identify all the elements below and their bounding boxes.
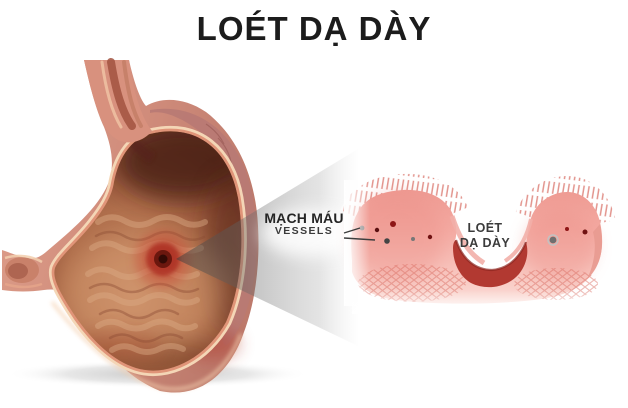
vessel-dot	[390, 221, 396, 227]
vessel-dot	[565, 227, 569, 231]
ulcer-zoom-label: LOÉT DẠ DÀY	[447, 221, 523, 250]
vessels-leader-lines	[343, 227, 376, 241]
tissue-curl	[587, 224, 603, 279]
ulcer-zoom-label-line2: DẠ DÀY	[459, 235, 511, 250]
ulcer-zoom-label-line1: LOÉT	[467, 221, 503, 235]
vessels-label: MẠCH MÁU VESSELS	[262, 211, 346, 237]
esophagus	[84, 58, 152, 143]
stomach-cross-section	[2, 58, 259, 393]
vessel-dot	[374, 227, 380, 233]
page-title: LOÉT DẠ DÀY	[196, 10, 432, 47]
vessel-dot	[384, 238, 390, 244]
vessels-label-vietnamese: MẠCH MÁU	[264, 210, 344, 226]
ulcer-spot	[135, 231, 191, 287]
ulcer-center	[158, 254, 168, 264]
tissue-closeup	[340, 173, 616, 314]
villi-fringe-right	[515, 175, 616, 227]
vessel-dot	[411, 237, 415, 241]
ulcer-crater-base	[453, 240, 528, 288]
vessel-dot	[427, 234, 433, 240]
vessel-dot	[582, 229, 588, 235]
vessel-dot	[549, 236, 557, 244]
pylorus	[4, 254, 43, 289]
magnifier-beam	[176, 149, 358, 346]
beam-label-glow	[262, 209, 362, 257]
vessels-label-english: VESSELS	[274, 225, 334, 237]
outer-rim-highlight	[50, 301, 243, 391]
